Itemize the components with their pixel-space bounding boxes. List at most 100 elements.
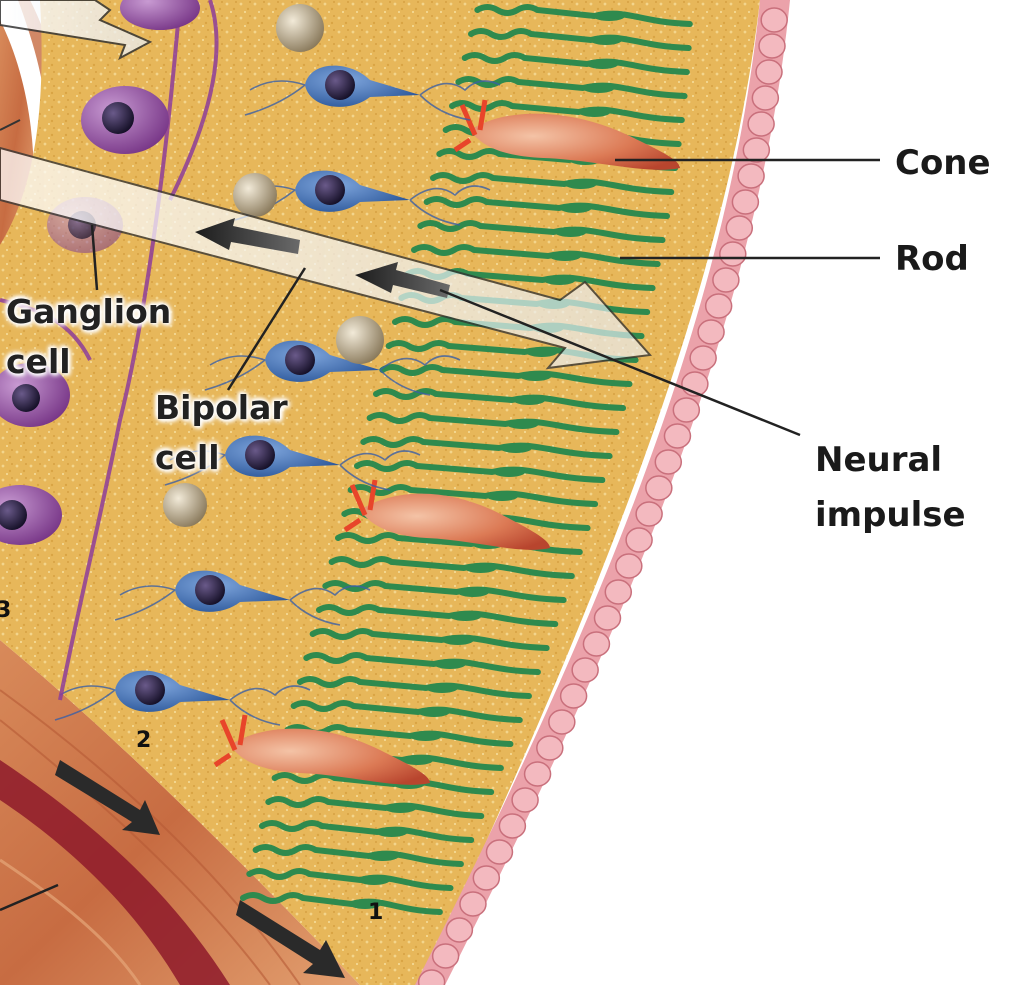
bipolar-nucleus [285,345,315,375]
rod-cell [328,556,575,579]
epithelium-cell [635,501,663,527]
rod-segment [582,83,615,93]
cone-synapse [343,479,378,533]
rod-segment [554,227,587,237]
epithelium-cell [731,189,760,215]
epithelium-cell [536,735,564,761]
neural-impulse-arrows [0,0,653,978]
rod-cell [474,4,693,27]
rod-segment [417,707,450,717]
epithelium-cell [431,943,460,969]
rod-segment [349,899,382,909]
cone-cell [470,113,680,170]
layer-number-1: 1 [368,900,384,925]
epithelium-cell [571,657,599,683]
epithelium-cell [719,241,747,267]
rod-segment [493,467,526,477]
rod-segment [358,875,391,885]
rod-cell [284,724,514,747]
rod-cell [411,244,661,267]
rod-segment [433,659,466,669]
epithelium-cell [742,137,771,163]
dendrite [244,80,501,121]
bipolar-nucleus [325,70,355,100]
epithelium-cell [559,683,588,709]
bipolar-nucleus [245,440,275,470]
rod-segment [506,419,539,429]
rod-segment [375,827,408,837]
epithelium-cell [712,267,740,293]
bipolar-nucleus [315,175,345,205]
label-neural-impulse-line2: impulse [815,495,966,535]
label-neural-impulse-line1: Neural [815,440,943,480]
dendrite [234,185,491,226]
epithelium-cell [523,761,552,787]
rod-segment [586,59,619,69]
rod-cell [303,652,541,675]
label-bipolar-cell-line1: Bipolar [155,388,288,427]
rod-segment [499,443,532,453]
epithelium-cell [758,33,786,59]
bipolar-nucleus [195,575,225,605]
bipolar-nucleus [135,675,165,705]
rod-cell [468,28,692,51]
epithelium-cell [485,839,514,865]
amacrine-cells [163,4,384,527]
dendrite [114,585,371,626]
cone-synapse [213,714,248,768]
label-cone: Cone [895,143,991,183]
rod-segment [486,491,519,501]
rod-cell [423,196,671,219]
layer-number-3: 3 [0,598,12,623]
rod-cell [449,100,685,123]
rod-segment [543,275,576,285]
epithelium-cell [663,423,692,449]
dendrite [204,355,461,396]
dendrite [54,685,311,726]
rod-segment [449,611,482,621]
rod-cell [417,220,666,243]
rod-cell [296,676,532,699]
rod-cell [265,796,485,819]
epithelium-cell [755,59,783,85]
bipolar-cells [115,65,420,712]
epithelium-cell [747,111,775,137]
epithelium-cell [645,475,673,501]
epithelium-cell [548,709,576,735]
epithelium-cell [725,215,754,241]
rod-segment [589,35,622,45]
cone-cell [230,728,430,785]
leader-lines [0,158,880,912]
epithelium-cell [472,865,501,891]
epithelium-cell [751,85,780,111]
rod-cell [455,76,688,99]
rod-cell [309,628,550,651]
label-rod: Rod [895,239,969,279]
rod-segment [525,347,558,357]
rod-cell [315,604,559,627]
epithelium-cell [737,163,765,189]
rod-segment [578,107,611,117]
epithelium-cell [498,813,527,839]
label-ganglion-cell-line2: cell [6,342,71,381]
rod-segment [366,851,399,861]
rod-segment [409,731,442,741]
rod-cell [347,484,599,507]
ganglion-cells [0,0,200,545]
epithelium-cell [593,605,622,631]
rod-segment [401,755,434,765]
epithelium-cell [697,319,725,345]
rod-segment [593,11,626,21]
rod-segment [441,635,474,645]
epithelium-cell [445,917,474,943]
rod-cell [322,580,567,603]
rod-cell [290,700,523,723]
epithelium-cell [654,449,683,475]
epithelium-cell [511,787,539,813]
dendrite [164,450,421,491]
epithelium-cell [704,293,733,319]
rod-segment [564,179,597,189]
rod-segment [457,587,490,597]
